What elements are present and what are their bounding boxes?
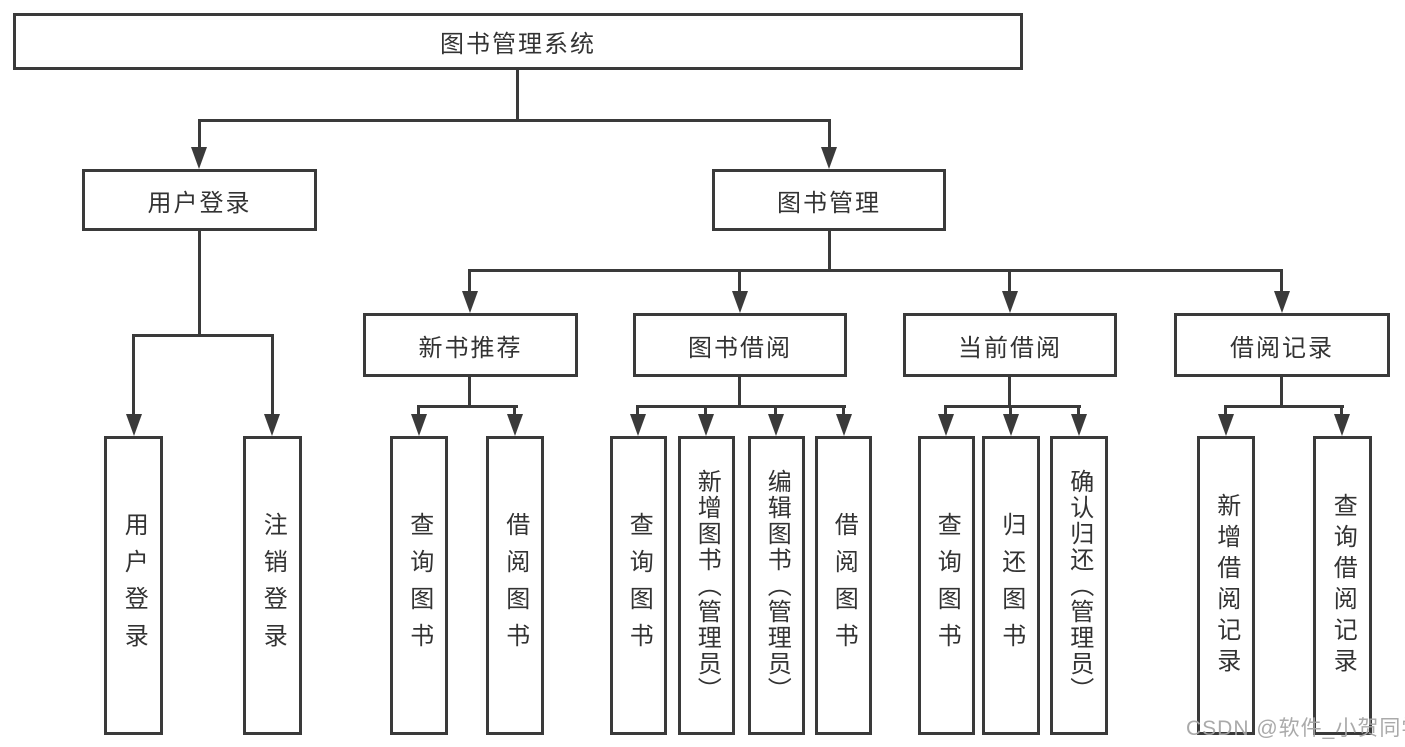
- leaf-label: 注销登录: [259, 511, 287, 660]
- arrow-down-icon: [264, 414, 280, 436]
- leaf-label: 查询借阅记录: [1329, 492, 1357, 679]
- connector-line: [1224, 405, 1344, 408]
- connector-line: [468, 377, 471, 408]
- connector-line: [468, 269, 1283, 272]
- arrow-down-icon: [1274, 291, 1290, 313]
- node-book-borrow: 图书借阅: [633, 313, 847, 377]
- node-current-borrow: 当前借阅: [903, 313, 1117, 377]
- arrow-down-icon: [1334, 414, 1350, 436]
- leaf-label: 查询图书: [933, 511, 961, 660]
- connector-line: [271, 334, 274, 417]
- arrow-down-icon: [630, 414, 646, 436]
- leaf-label: 归还图书: [997, 511, 1025, 660]
- node-label: 图书管理: [777, 189, 881, 217]
- arrow-down-icon: [1003, 414, 1019, 436]
- leaf-borrow-book-2: 借阅图书: [815, 436, 872, 735]
- arrow-down-icon: [1002, 291, 1018, 313]
- connector-line: [513, 405, 516, 417]
- connector-line: [417, 405, 420, 417]
- connector-line: [198, 119, 831, 122]
- connector-line: [774, 405, 777, 417]
- connector-line: [636, 405, 846, 408]
- connector-line: [828, 119, 831, 149]
- arrow-down-icon: [411, 414, 427, 436]
- connector-line: [468, 269, 471, 294]
- node-label: 图书借阅: [688, 334, 792, 362]
- watermark-text: CSDN @软件_小贺同学: [1186, 717, 1405, 740]
- connector-line: [198, 231, 201, 336]
- leaf-query-book-1: 查询图书: [390, 436, 448, 735]
- connector-line: [1008, 269, 1011, 294]
- leaf-label: 借阅图书: [830, 511, 858, 660]
- leaf-label: 查询图书: [405, 511, 433, 660]
- node-label: 当前借阅: [958, 334, 1062, 362]
- connector-line: [132, 334, 274, 337]
- connector-line: [1077, 405, 1080, 417]
- connector-line: [132, 334, 135, 417]
- leaf-label: 用户登录: [120, 511, 148, 660]
- node-new-book-recommend: 新书推荐: [363, 313, 578, 377]
- connector-line: [1340, 405, 1343, 417]
- leaf-label: 确认归还（管理员）: [1065, 468, 1093, 703]
- arrow-down-icon: [1071, 414, 1087, 436]
- connector-line: [1009, 405, 1012, 417]
- connector-line: [198, 119, 201, 149]
- leaf-add-book-admin: 新增图书（管理员）: [678, 436, 735, 735]
- leaf-label: 编辑图书（管理员）: [763, 468, 791, 703]
- arrow-down-icon: [732, 291, 748, 313]
- connector-line: [1280, 269, 1283, 294]
- connector-line: [944, 405, 1081, 408]
- leaf-label: 借阅图书: [501, 511, 529, 660]
- leaf-user-login: 用户登录: [104, 436, 163, 735]
- arrow-down-icon: [938, 414, 954, 436]
- connector-line: [1280, 377, 1283, 408]
- leaf-edit-book-admin: 编辑图书（管理员）: [748, 436, 805, 735]
- node-root: 图书管理系统: [13, 13, 1023, 70]
- node-user-login: 用户登录: [82, 169, 317, 231]
- connector-line: [1008, 377, 1011, 408]
- arrow-down-icon: [507, 414, 523, 436]
- arrow-down-icon: [126, 414, 142, 436]
- node-label: 新书推荐: [418, 334, 523, 362]
- leaf-confirm-return-admin: 确认归还（管理员）: [1050, 436, 1108, 735]
- connector-line: [516, 70, 519, 120]
- leaf-label: 新增借阅记录: [1212, 492, 1240, 679]
- connector-line: [417, 405, 518, 408]
- arrow-down-icon: [821, 147, 837, 169]
- connector-line: [704, 405, 707, 417]
- leaf-label: 新增图书（管理员）: [693, 468, 721, 703]
- connector-line: [828, 231, 831, 272]
- arrow-down-icon: [1218, 414, 1234, 436]
- leaf-query-book-2: 查询图书: [610, 436, 667, 735]
- leaf-return-book: 归还图书: [982, 436, 1040, 735]
- leaf-logout: 注销登录: [243, 436, 302, 735]
- connector-line: [738, 269, 741, 294]
- node-book-management: 图书管理: [712, 169, 946, 231]
- connector-line: [1224, 405, 1227, 417]
- connector-line: [944, 405, 947, 417]
- leaf-query-book-3: 查询图书: [918, 436, 975, 735]
- connector-line: [738, 377, 741, 408]
- arrow-down-icon: [191, 147, 207, 169]
- connector-line: [636, 405, 639, 417]
- leaf-borrow-book-1: 借阅图书: [486, 436, 544, 735]
- leaf-label: 查询图书: [625, 511, 653, 660]
- node-label: 图书管理系统: [440, 31, 596, 58]
- leaf-query-borrow-record: 查询借阅记录: [1313, 436, 1372, 735]
- connector-line: [842, 405, 845, 417]
- arrow-down-icon: [768, 414, 784, 436]
- arrow-down-icon: [698, 414, 714, 436]
- arrow-down-icon: [836, 414, 852, 436]
- node-borrow-record: 借阅记录: [1174, 313, 1390, 377]
- node-label: 用户登录: [147, 189, 252, 217]
- node-label: 借阅记录: [1230, 334, 1334, 362]
- arrow-down-icon: [462, 291, 478, 313]
- leaf-add-borrow-record: 新增借阅记录: [1197, 436, 1255, 735]
